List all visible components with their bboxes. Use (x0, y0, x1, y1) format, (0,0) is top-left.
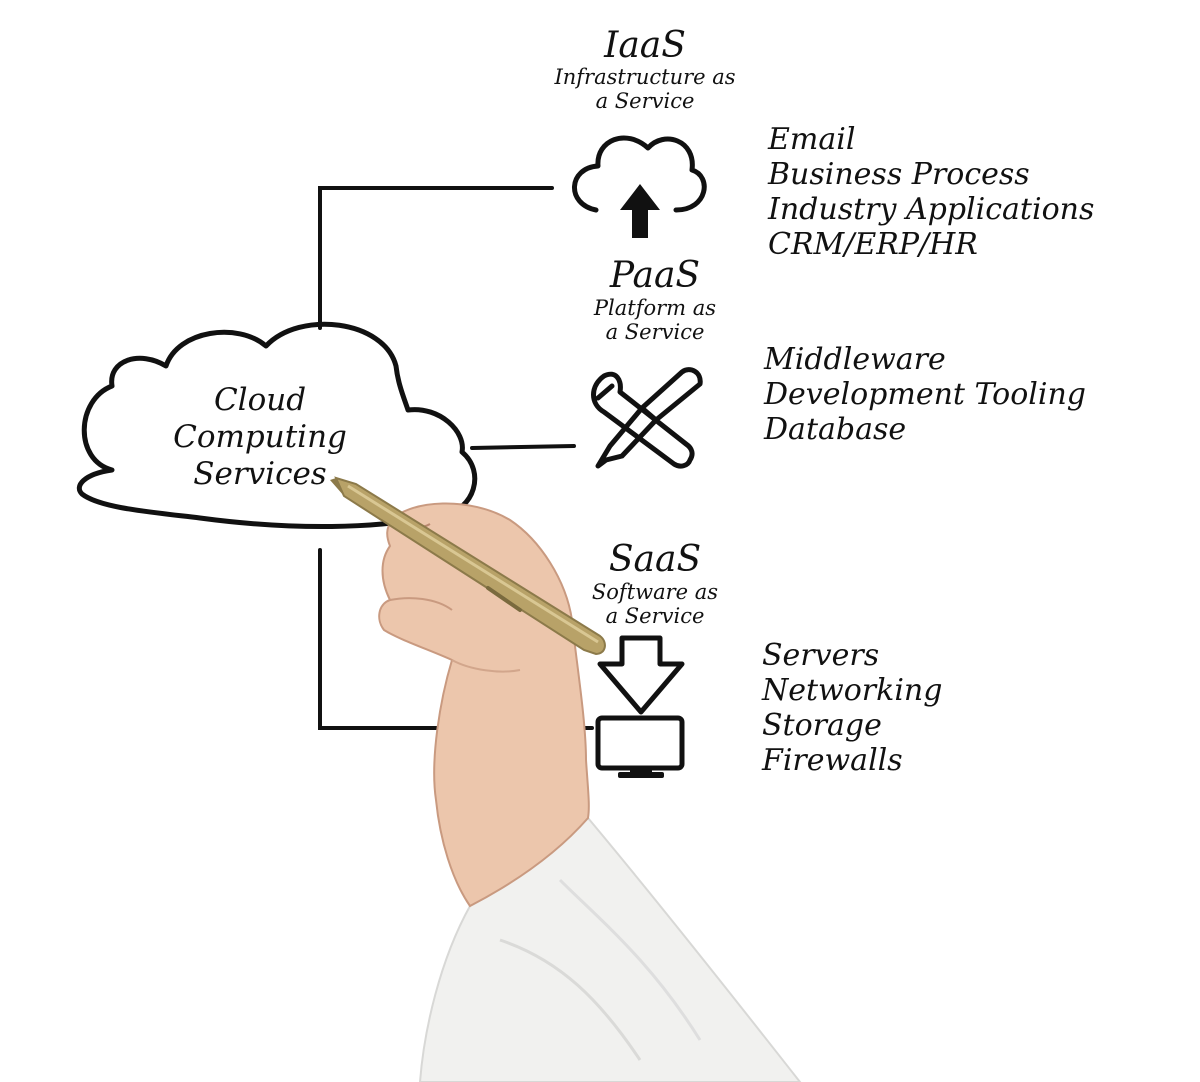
saas-items-list: Servers Networking Storage Firewalls (762, 638, 942, 778)
iaas-item-email: Email (768, 122, 856, 157)
iaas-title: IaaS (604, 25, 686, 66)
connector-paas (470, 444, 576, 450)
monitor-icon (595, 715, 685, 778)
wrench-icon (591, 371, 695, 469)
central-cloud-shape (76, 321, 478, 530)
download-arrow-icon (597, 635, 685, 715)
paas-items-list: Middleware Development Tooling Database (764, 342, 1086, 447)
upload-arrow-icon (620, 184, 660, 238)
iaas-item-industry-applications: Industry Applications (768, 192, 1095, 227)
iaas-item-business-process: Business Process (768, 157, 1030, 192)
paas-item-development-tooling: Development Tooling (764, 377, 1087, 412)
paas-title: PaaS (609, 255, 701, 296)
tools-icon (591, 367, 703, 469)
saas-subtitle-line-1: Software as (591, 580, 719, 604)
central-line-cloud: Cloud (213, 382, 307, 418)
iaas-subtitle-line-2: a Service (595, 89, 695, 113)
saas-item-firewalls: Firewalls (762, 743, 903, 778)
paas-item-middleware: Middleware (764, 342, 946, 377)
screwdriver-icon (595, 367, 703, 469)
connector-iaas (318, 186, 554, 330)
iaas-items-list: Email Business Process Industry Applicat… (768, 122, 1094, 262)
saas-item-storage: Storage (762, 708, 882, 743)
iaas-item-crm-erp-hr: CRM/ERP/HR (768, 227, 978, 262)
iaas-subtitle-line-1: Infrastructure as (554, 65, 736, 89)
saas-title: SaaS (608, 539, 702, 580)
central-cloud-label: Cloud Computing Services (150, 382, 370, 493)
saas-subtitle-line-2: a Service (605, 604, 705, 628)
cloud-upload-icon (572, 135, 707, 213)
central-line-services: Services (193, 456, 327, 492)
paas-item-database: Database (764, 412, 907, 447)
central-line-computing: Computing (173, 419, 347, 455)
pen-shape (330, 476, 606, 656)
paas-subtitle-line-1: Platform as (593, 296, 717, 320)
paas-subtitle-line-2: a Service (605, 320, 705, 344)
saas-item-networking: Networking (762, 673, 943, 708)
saas-item-servers: Servers (762, 638, 880, 673)
